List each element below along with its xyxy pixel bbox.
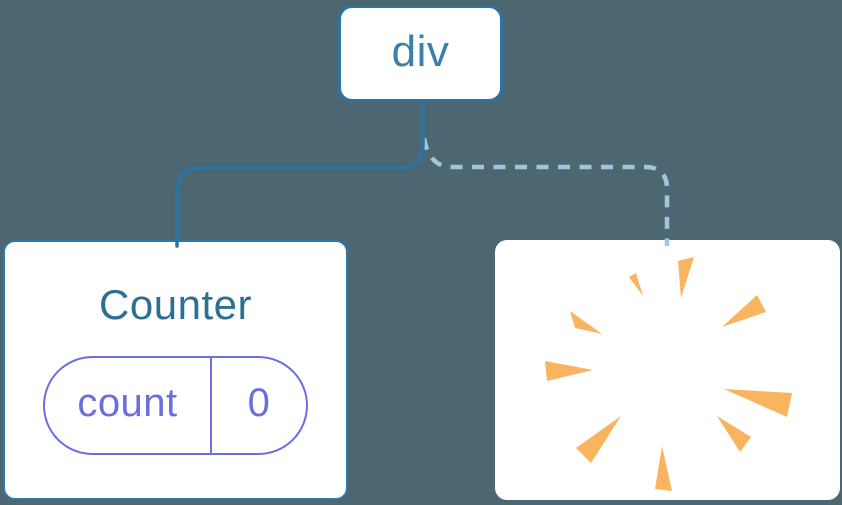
- burst-ray: [722, 295, 766, 327]
- tree-node-div: div: [338, 5, 503, 102]
- state-pill-key-cell: count: [45, 358, 212, 453]
- burst-ray: [655, 446, 672, 491]
- removed-component-card: [495, 240, 840, 500]
- poof-burst-icon: [545, 257, 792, 491]
- counter-component-card: Counter count 0: [3, 240, 348, 500]
- burst-ray: [724, 389, 792, 417]
- state-pill: count 0: [43, 356, 308, 455]
- burst-ray: [629, 273, 643, 296]
- burst-ray: [717, 416, 751, 452]
- burst-ray: [576, 416, 621, 463]
- connector-solid-line: [175, 99, 425, 248]
- burst-ray: [545, 361, 593, 381]
- burst-ray: [570, 311, 602, 334]
- state-value-label: 0: [247, 381, 271, 425]
- counter-card-title: Counter: [99, 281, 252, 328]
- connector-dashed-line: [421, 137, 670, 246]
- burst-ray: [678, 257, 694, 298]
- state-pill-value-cell: 0: [212, 358, 306, 453]
- tree-node-div-label: div: [391, 26, 450, 76]
- state-key-label: count: [77, 381, 178, 425]
